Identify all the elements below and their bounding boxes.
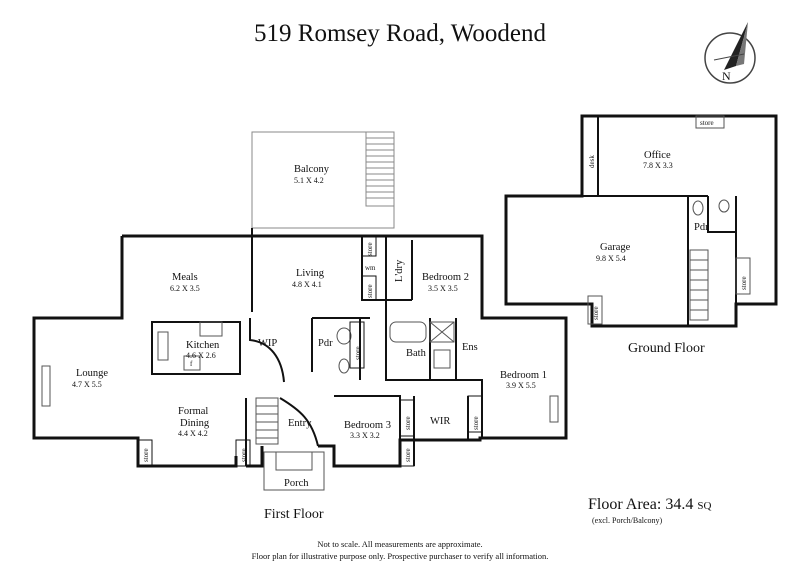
disclaimer-line-2: Floor plan for illustrative purpose only… <box>251 551 549 561</box>
ldry-label: L'dry <box>394 259 405 282</box>
balcony-area <box>251 131 395 229</box>
plan-title: 519 Romsey Road, Woodend <box>254 20 546 47</box>
store-label: store <box>366 284 374 298</box>
store-label: store <box>354 346 362 360</box>
ground-floor-fixtures <box>587 115 751 325</box>
store-label: store <box>740 276 748 290</box>
fridge-label: f <box>190 360 193 368</box>
bedroom3-label: Bedroom 3 <box>344 420 391 431</box>
lounge-label: Lounge <box>76 368 108 379</box>
ground-floor-interior <box>582 116 737 326</box>
garage-label: Garage <box>600 242 631 253</box>
wip-label: WIP <box>258 338 277 349</box>
disclaimer-line-1: Not to scale. All measurements are appro… <box>317 539 483 549</box>
compass-icon: N <box>704 22 756 84</box>
office-dim: 7.8 X 3.3 <box>643 161 673 170</box>
bedroom1-label: Bedroom 1 <box>500 370 547 381</box>
formal-label: Formal <box>178 406 208 417</box>
wm-label: wm <box>365 264 376 272</box>
bedroom3-dim: 3.3 X 3.2 <box>350 431 380 440</box>
living-label: Living <box>296 268 325 279</box>
compass-letter: N <box>722 69 731 83</box>
ground-floor-label: Ground Floor <box>628 341 705 356</box>
ens-label: Ens <box>462 342 478 353</box>
formal-dining-dim: 4.4 X 4.2 <box>178 429 208 438</box>
lounge-dim: 4.7 X 5.5 <box>72 380 102 389</box>
kitchen-dim: 4.6 X 2.6 <box>186 351 216 360</box>
entry-label: Entry <box>288 418 312 429</box>
store-label: store <box>142 448 150 462</box>
fixtures <box>41 321 559 491</box>
first-floor-label: First Floor <box>264 507 324 522</box>
porch-label: Porch <box>284 478 309 489</box>
meals-dim: 6.2 X 3.5 <box>170 284 200 293</box>
desk-label: desk <box>588 155 596 168</box>
office-label: Office <box>644 150 671 161</box>
wir-label: WIR <box>430 416 450 427</box>
floor-area-unit: SQ <box>697 500 712 512</box>
bedroom2-dim: 3.5 X 3.5 <box>428 284 458 293</box>
balcony-dim: 5.1 X 4.2 <box>294 176 324 185</box>
first-floor-stores <box>137 235 483 467</box>
store-label: store <box>404 448 412 462</box>
floor-area: Floor Area: 34.4 SQ <box>588 496 711 514</box>
bedroom1-dim: 3.9 X 5.5 <box>506 381 536 390</box>
pdr-label: Pdr <box>318 338 333 349</box>
floor-area-note: (excl. Porch/Balcony) <box>592 516 663 525</box>
store-labels: store store store store store store stor… <box>142 119 748 462</box>
ground-floor-walls <box>504 114 778 328</box>
bath-label: Bath <box>406 348 427 359</box>
pdr-ground-label: Pdr <box>694 222 709 233</box>
bedroom2-label: Bedroom 2 <box>422 272 469 283</box>
store-label: store <box>592 306 600 320</box>
floor-area-label: Floor Area: 34.4 <box>588 496 694 513</box>
first-floor-walls <box>32 234 568 468</box>
living-dim: 4.8 X 4.1 <box>292 280 322 289</box>
store-label: store <box>240 448 248 462</box>
bathtub <box>389 321 427 343</box>
store-label: store <box>700 119 714 127</box>
dining-label: Dining <box>180 418 210 429</box>
store-label: store <box>472 416 480 430</box>
store-label: store <box>404 416 412 430</box>
store-label: store <box>366 242 374 256</box>
disclaimer: Not to scale. All measurements are appro… <box>0 538 800 562</box>
kitchen-label: Kitchen <box>186 340 220 351</box>
meals-label: Meals <box>172 272 198 283</box>
balcony-label: Balcony <box>294 164 330 175</box>
garage-dim: 9.8 X 5.4 <box>596 254 626 263</box>
